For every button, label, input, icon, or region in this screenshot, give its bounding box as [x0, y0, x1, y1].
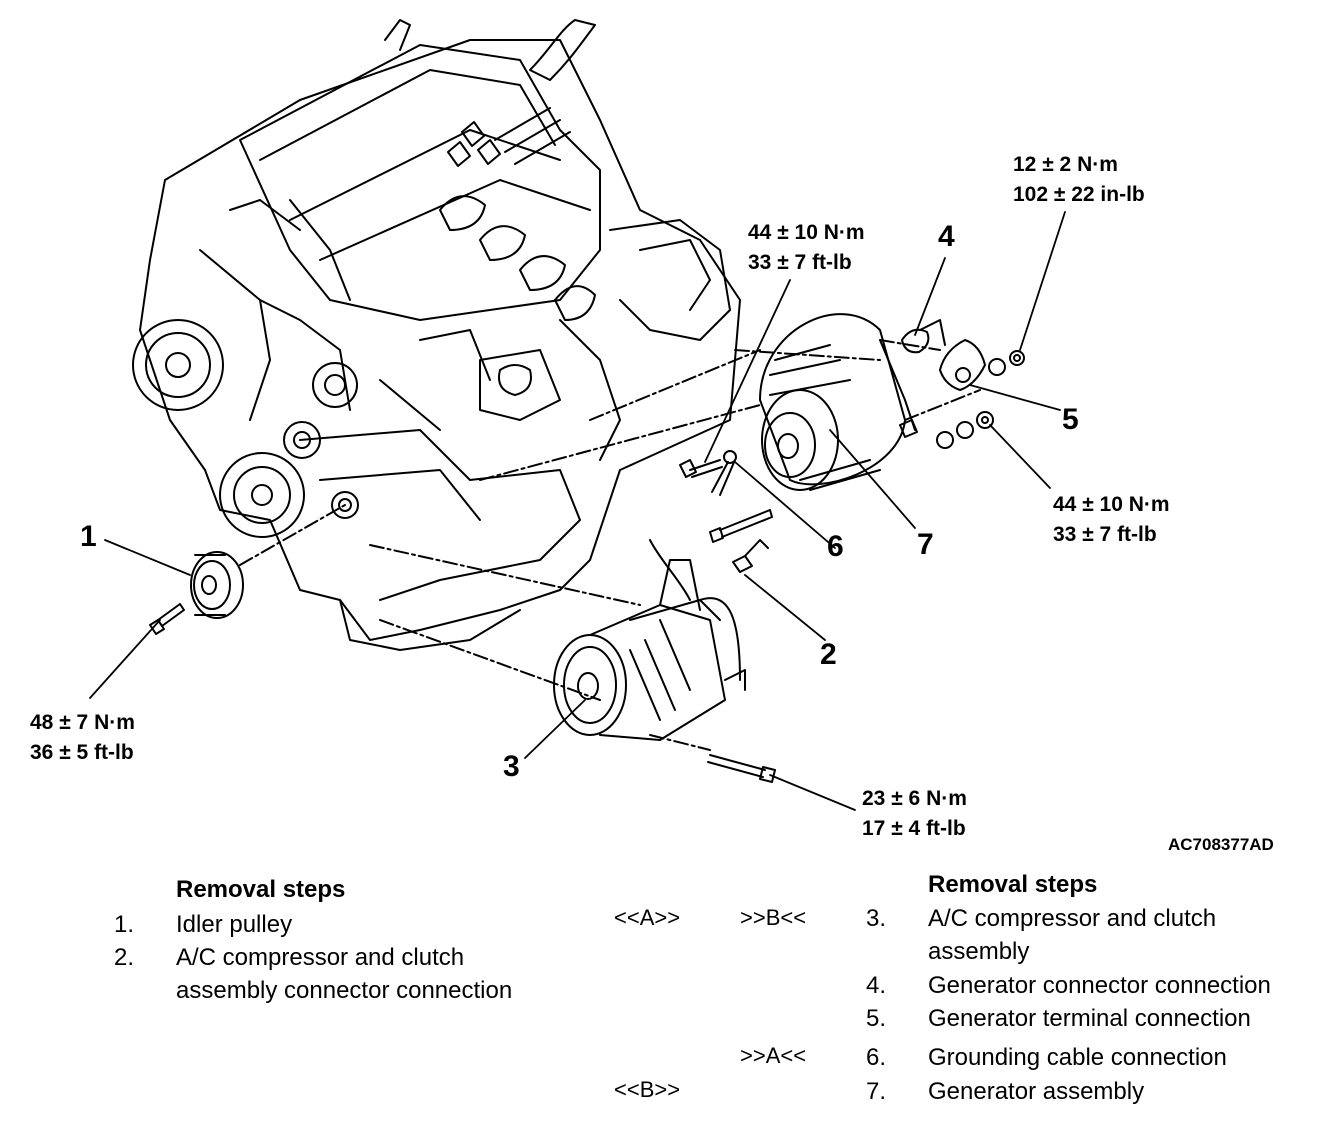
callout-3: 3: [503, 750, 520, 783]
step-text: A/C compressor and clutch: [176, 944, 465, 971]
exploded-view-drawing: [89, 19, 1066, 811]
right-steps-heading: Removal steps: [928, 871, 1098, 898]
generator-drawing: [759, 313, 918, 491]
torque-imperial: 17 ± 4 ft-lb: [862, 817, 966, 840]
step-text: Idler pulley: [176, 911, 293, 938]
ref-install-A: >>A<<: [740, 1043, 807, 1068]
torque-metric: 12 ± 2 N·m: [1013, 153, 1118, 176]
torque-metric: 44 ± 10 N·m: [748, 221, 865, 244]
generator-connector-drawing: [901, 319, 946, 354]
leader-lines: [89, 211, 1066, 811]
torque-imperial: 33 ± 7 ft-lb: [1053, 523, 1157, 546]
torque-imperial: 102 ± 22 in-lb: [1013, 183, 1145, 206]
ac-compressor-drawing: [553, 539, 746, 741]
left-steps-heading: Removal steps: [176, 876, 346, 903]
callout-7: 7: [917, 528, 934, 561]
engine-block-drawing: [139, 19, 741, 651]
step-4: 4. Generator connector connection: [866, 969, 1336, 1002]
torque-metric: 48 ± 7 N·m: [30, 711, 135, 734]
step-number: 3.: [866, 905, 887, 932]
callout-5: 5: [1062, 403, 1079, 436]
figure-id: AC708377AD: [1168, 835, 1274, 854]
step-text-continued: assembly connector connection: [176, 977, 513, 1004]
callout-4: 4: [938, 220, 955, 253]
torque-label-compressor-bolt: 23 ± 6 N·m 17 ± 4 ft-lb: [862, 784, 967, 844]
torque-metric: 44 ± 10 N·m: [1053, 493, 1170, 516]
callout-6: 6: [827, 530, 844, 563]
torque-imperial: 36 ± 5 ft-lb: [30, 741, 134, 764]
step-text: Generator terminal connection: [928, 1005, 1251, 1032]
ref-install-B: >>B<<: [740, 905, 807, 930]
step-6: 6. Grounding cable connection: [866, 1041, 1336, 1074]
step-7: 7. Generator assembly: [866, 1075, 1336, 1108]
callout-2: 2: [820, 638, 837, 671]
step-number: 5.: [866, 1005, 887, 1032]
step-number: 7.: [866, 1078, 887, 1105]
callout-1: 1: [80, 520, 97, 553]
step-2: 2. A/C compressor and clutch assembly co…: [114, 941, 634, 1007]
idler-pulley-drawing: [149, 551, 244, 635]
torque-metric: 23 ± 6 N·m: [862, 787, 967, 810]
step-1: 1. Idler pulley: [114, 908, 634, 941]
step-text: Generator connector connection: [928, 972, 1271, 999]
engine-pulleys-drawing: [132, 319, 359, 538]
step-3: 3. A/C compressor and clutch assembly: [866, 902, 1336, 968]
step-5: 5. Generator terminal connection: [866, 1002, 1336, 1035]
ref-removal-A: <<A>>: [614, 905, 681, 930]
torque-label-generator-terminal-nut: 12 ± 2 N·m 102 ± 22 in-lb: [1013, 150, 1145, 210]
ref-removal-B: <<B>>: [614, 1077, 681, 1102]
torque-label-generator-bolt: 44 ± 10 N·m 33 ± 7 ft-lb: [748, 218, 865, 278]
step-text-continued: assembly: [928, 938, 1030, 965]
step-text: Generator assembly: [928, 1078, 1145, 1105]
step-number: 1.: [114, 911, 135, 938]
step-number: 6.: [866, 1044, 887, 1071]
step-text: A/C compressor and clutch: [928, 905, 1217, 932]
generator-bolt-drawing: [679, 450, 737, 496]
torque-label-idler-bolt: 48 ± 7 N·m 36 ± 5 ft-lb: [30, 708, 135, 768]
step-text: Grounding cable connection: [928, 1044, 1227, 1071]
step-number: 2.: [114, 944, 135, 971]
step-number: 4.: [866, 972, 887, 999]
generator-terminal-drawing: [936, 339, 1025, 449]
torque-imperial: 33 ± 7 ft-lb: [748, 251, 852, 274]
torque-label-generator-nut: 44 ± 10 N·m 33 ± 7 ft-lb: [1053, 490, 1170, 550]
